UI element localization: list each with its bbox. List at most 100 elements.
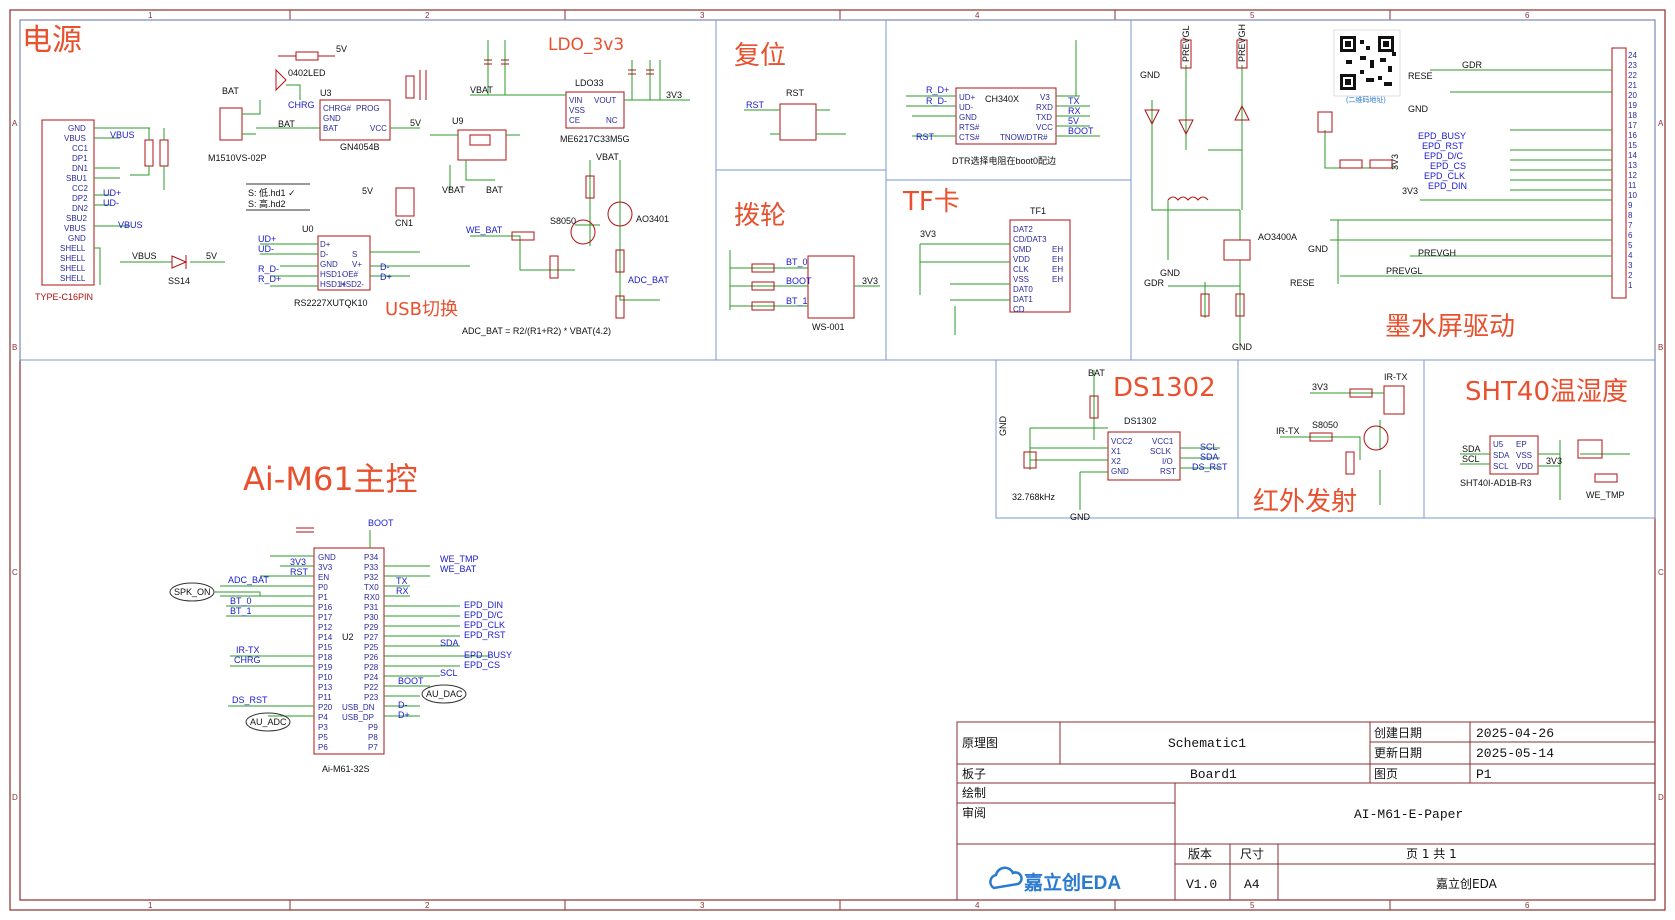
epd-q5-part: AO3400A	[1258, 232, 1297, 242]
col-6: 6	[1525, 11, 1530, 20]
tb-size: A4	[1244, 877, 1260, 892]
tb-label-size: 尺寸	[1240, 847, 1264, 861]
row-d: D	[12, 793, 18, 802]
col-1: 1	[148, 11, 153, 20]
net-epd-busy: EPD_BUSY	[1418, 131, 1466, 141]
net-ud-plus-1: UD+	[103, 188, 121, 198]
net-prevgl-2: PREVGL	[1181, 25, 1191, 62]
row-a: A	[12, 119, 18, 128]
battery-adc: WE_BAT S8050 AO3401 VBAT ADC_BAT ADC_BAT…	[462, 152, 669, 336]
net-rese-2: RESE	[1290, 278, 1315, 288]
net-scl-3: SCL	[440, 668, 458, 678]
net-gdr-2: GDR	[1144, 278, 1165, 288]
u3-ref: U3	[320, 88, 332, 98]
svg-text:SHELL: SHELL	[60, 244, 86, 253]
tb-label-version: 版本	[1188, 847, 1212, 861]
svg-text:12: 12	[1628, 171, 1637, 180]
col-3-b: 3	[700, 901, 705, 910]
ch340-part: CH340X	[985, 94, 1019, 104]
net-epd-cs-2: EPD_CS	[464, 660, 500, 670]
net-sda-2: SDA	[1462, 444, 1481, 454]
net-ud-minus-1: UD-	[103, 198, 119, 208]
svg-text:VBUS: VBUS	[64, 134, 86, 143]
usb-mux-part: RS2227XUTQK10	[294, 298, 368, 308]
tb-label-created: 创建日期	[1374, 726, 1422, 740]
tb-label-board: 板子	[962, 767, 986, 781]
col-5: 5	[1250, 11, 1255, 20]
net-ud-minus-2: UD-	[258, 244, 274, 254]
svg-text:SHELL: SHELL	[60, 254, 86, 263]
col-3: 3	[700, 11, 705, 20]
svg-text:P19: P19	[318, 663, 333, 672]
qr-modules	[1340, 36, 1396, 90]
row-d-r: D	[1658, 793, 1664, 802]
col-4: 4	[975, 11, 980, 20]
svg-text:CC2: CC2	[72, 184, 89, 193]
net-5v-4: 5V	[362, 186, 373, 196]
svg-text:DAT1: DAT1	[1013, 295, 1033, 304]
svg-text:P28: P28	[364, 663, 379, 672]
title-ds1302: DS1302	[1113, 373, 1216, 403]
d0-part: SS14	[168, 276, 190, 286]
net-spk-on: SPK_ON	[174, 587, 211, 597]
net-5v-1: 5V	[206, 251, 217, 261]
net-gnd-5: GND	[1232, 342, 1253, 352]
svg-text:P7: P7	[368, 743, 378, 752]
svg-text:SHELL: SHELL	[60, 264, 86, 273]
net-3v3-8: 3V3	[290, 557, 306, 567]
svg-text:P18: P18	[318, 653, 333, 662]
net-rese-1: RESE	[1408, 71, 1433, 81]
tb-project: AI-M61-E-Paper	[1354, 807, 1463, 822]
title-ldo: LDO_3v3	[548, 35, 624, 55]
svg-text:U5: U5	[1493, 440, 1504, 449]
col-2-b: 2	[425, 901, 430, 910]
sht-part: SHT40I-AD1B-R3	[1460, 478, 1532, 488]
table-note-2: S: 高.hd2	[248, 198, 286, 209]
net-rd-minus-2: R_D-	[926, 96, 947, 106]
svg-text:10: 10	[1628, 191, 1637, 200]
svg-text:EN: EN	[318, 573, 329, 582]
net-bt0-2: BT_0	[230, 596, 252, 606]
svg-text:SCLK: SCLK	[1150, 447, 1172, 456]
led-part: 0402LED	[288, 68, 326, 78]
svg-text:VCC1: VCC1	[1152, 437, 1174, 446]
svg-text:P29: P29	[364, 623, 379, 632]
row-b: B	[12, 343, 17, 352]
svg-text:TX0: TX0	[364, 583, 379, 592]
svg-text:VSS: VSS	[1516, 451, 1532, 460]
svg-text:DAT2: DAT2	[1013, 225, 1033, 234]
net-we-bat-2: WE_BAT	[440, 564, 477, 574]
vbus-diode: VBUS SS14 5V	[120, 251, 225, 286]
svg-text:8: 8	[1628, 211, 1633, 220]
net-boot-2: BOOT	[1068, 126, 1094, 136]
svg-text:P9: P9	[368, 723, 378, 732]
tb-created: 2025-04-26	[1476, 726, 1554, 741]
net-sda-1: SDA	[1200, 452, 1219, 462]
row-c-r: C	[1658, 568, 1664, 577]
col-5-b: 5	[1250, 901, 1255, 910]
net-3v3-1: 3V3	[666, 90, 682, 100]
title-epd: 墨水屏驱动	[1385, 312, 1515, 342]
net-vbat-1: VBAT	[442, 185, 465, 195]
net-epd-rst-2: EPD_RST	[464, 630, 506, 640]
svg-text:RST: RST	[1160, 467, 1176, 476]
net-d-plus-2: D+	[398, 710, 410, 720]
svg-text:1: 1	[1628, 281, 1633, 290]
svg-text:CD/DAT3: CD/DAT3	[1013, 235, 1047, 244]
svg-text:HSD2-: HSD2-	[340, 280, 364, 289]
net-rx-2: RX	[396, 586, 409, 596]
row-c: C	[12, 568, 18, 577]
net-au-dac: AU_DAC	[426, 689, 463, 699]
title-usb-switch: USB切换	[385, 299, 458, 320]
tb-label-page: 图页	[1374, 767, 1398, 781]
net-gnd-1: GND	[1308, 244, 1329, 254]
svg-text:GND: GND	[320, 260, 338, 269]
outer-frame	[9, 9, 1666, 911]
svg-text:VDD: VDD	[1516, 462, 1533, 471]
net-rd-plus: R_D+	[258, 274, 281, 284]
cn1-ref: CN1	[395, 218, 413, 228]
